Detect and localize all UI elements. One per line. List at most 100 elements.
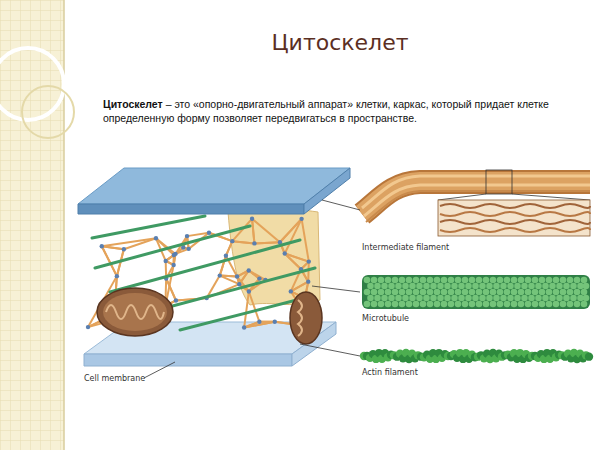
leader-lines <box>144 200 360 378</box>
top-slab <box>78 168 350 214</box>
tubulin-bead <box>532 301 539 308</box>
tubulin-bead <box>455 277 462 284</box>
tubulin-bead <box>493 295 500 302</box>
tubulin-bead <box>581 277 588 284</box>
tubulin-bead <box>486 295 493 302</box>
filament-strand <box>220 256 226 276</box>
filament-strand <box>254 242 280 243</box>
tubulin-bead <box>416 295 423 302</box>
tubulin-bead <box>490 277 497 284</box>
intermediate-filament-figure <box>362 170 590 236</box>
tubulin-bead <box>437 283 444 290</box>
tubulin-bead <box>476 289 483 296</box>
tubulin-bead <box>364 301 371 308</box>
filament-strand <box>249 270 266 279</box>
filament-knot <box>273 319 277 323</box>
tubulin-bead <box>563 295 570 302</box>
tubulin-bead <box>553 301 560 308</box>
tubulin-bead <box>581 289 588 296</box>
filament-knot <box>86 325 90 329</box>
tubulin-bead <box>388 295 395 302</box>
tubulin-bead <box>483 277 490 284</box>
tubulin-bead <box>434 277 441 284</box>
tubulin-bead <box>497 301 504 308</box>
microtubule-figure <box>362 275 590 309</box>
tubulin-bead <box>486 283 493 290</box>
tubulin-bead <box>465 295 472 302</box>
filament-knot <box>237 282 241 286</box>
filament-strand <box>102 238 156 246</box>
filament-knot <box>247 268 251 272</box>
tubulin-bead <box>511 277 518 284</box>
tubulin-bead <box>563 283 570 290</box>
tubulin-bead <box>542 283 549 290</box>
filament-strand <box>307 262 310 282</box>
filament-strand <box>244 291 249 327</box>
tubulin-bead <box>574 277 581 284</box>
tubulin-bead <box>521 295 528 302</box>
tubulin-bead <box>497 289 504 296</box>
tubulin-bead <box>420 301 427 308</box>
filament-knot <box>307 259 311 263</box>
tubulin-bead <box>567 289 574 296</box>
tubulin-bead <box>374 295 381 302</box>
tubulin-bead <box>567 277 574 284</box>
tubulin-bead <box>406 301 413 308</box>
term: Цитоскелет <box>103 98 163 110</box>
definition-text: – это «опорно-двигательный аппарат» клет… <box>103 98 549 124</box>
tubulin-bead <box>528 295 535 302</box>
tubulin-bead <box>514 283 521 290</box>
filament-strand <box>220 275 237 278</box>
tubulin-bead <box>514 295 521 302</box>
tubulin-bead <box>560 289 567 296</box>
filament-knot <box>306 279 310 283</box>
tubulin-bead <box>371 301 378 308</box>
filament-knot <box>172 253 176 257</box>
filament-knot <box>174 298 178 302</box>
tubulin-bead <box>504 301 511 308</box>
filament-knot <box>247 289 251 293</box>
filament-knot <box>230 239 234 243</box>
tubulin-bead <box>364 277 371 284</box>
microtubule-rods <box>92 216 315 330</box>
tubulin-bead <box>504 277 511 284</box>
tubulin-bead <box>378 301 385 308</box>
tubulin-bead <box>399 301 406 308</box>
tubulin-bead <box>535 295 542 302</box>
definition-paragraph: Цитоскелет– это «опорно-двигательный апп… <box>103 97 573 125</box>
tubulin-bead <box>518 277 525 284</box>
filament-strand <box>302 219 309 262</box>
filament-knot <box>154 236 158 240</box>
tubulin-bead <box>434 301 441 308</box>
filament-strand <box>280 219 302 242</box>
filament-strand <box>285 219 302 254</box>
tubulin-bead <box>518 301 525 308</box>
tubulin-bead <box>479 283 486 290</box>
tubulin-bead <box>546 289 553 296</box>
tubulin-bead <box>409 283 416 290</box>
tubulin-bead <box>542 295 549 302</box>
tubulin-bead <box>458 295 465 302</box>
actin-filament-figure <box>360 349 593 363</box>
tubulin-bead <box>539 289 546 296</box>
filament-knot <box>185 234 189 238</box>
tubulin-bead <box>420 289 427 296</box>
tubulin-bead <box>504 289 511 296</box>
filament-knot <box>224 254 228 258</box>
filament-knot <box>218 273 222 277</box>
tubulin-bead <box>500 295 507 302</box>
tubulin-bead <box>511 301 518 308</box>
actin-bead <box>585 352 593 360</box>
tubulin-bead <box>539 301 546 308</box>
tubulin-bead <box>448 277 455 284</box>
tubulin-bead <box>381 283 388 290</box>
tubulin-bead <box>448 301 455 308</box>
filament-knot <box>252 241 256 245</box>
part-label: Cell membrane <box>84 374 145 383</box>
tubulin-bead <box>378 289 385 296</box>
filament-strand <box>252 219 254 244</box>
tubulin-bead <box>437 295 444 302</box>
tubulin-bead <box>532 289 539 296</box>
tubulin-bead <box>497 277 504 284</box>
tubulin-bead <box>525 289 532 296</box>
